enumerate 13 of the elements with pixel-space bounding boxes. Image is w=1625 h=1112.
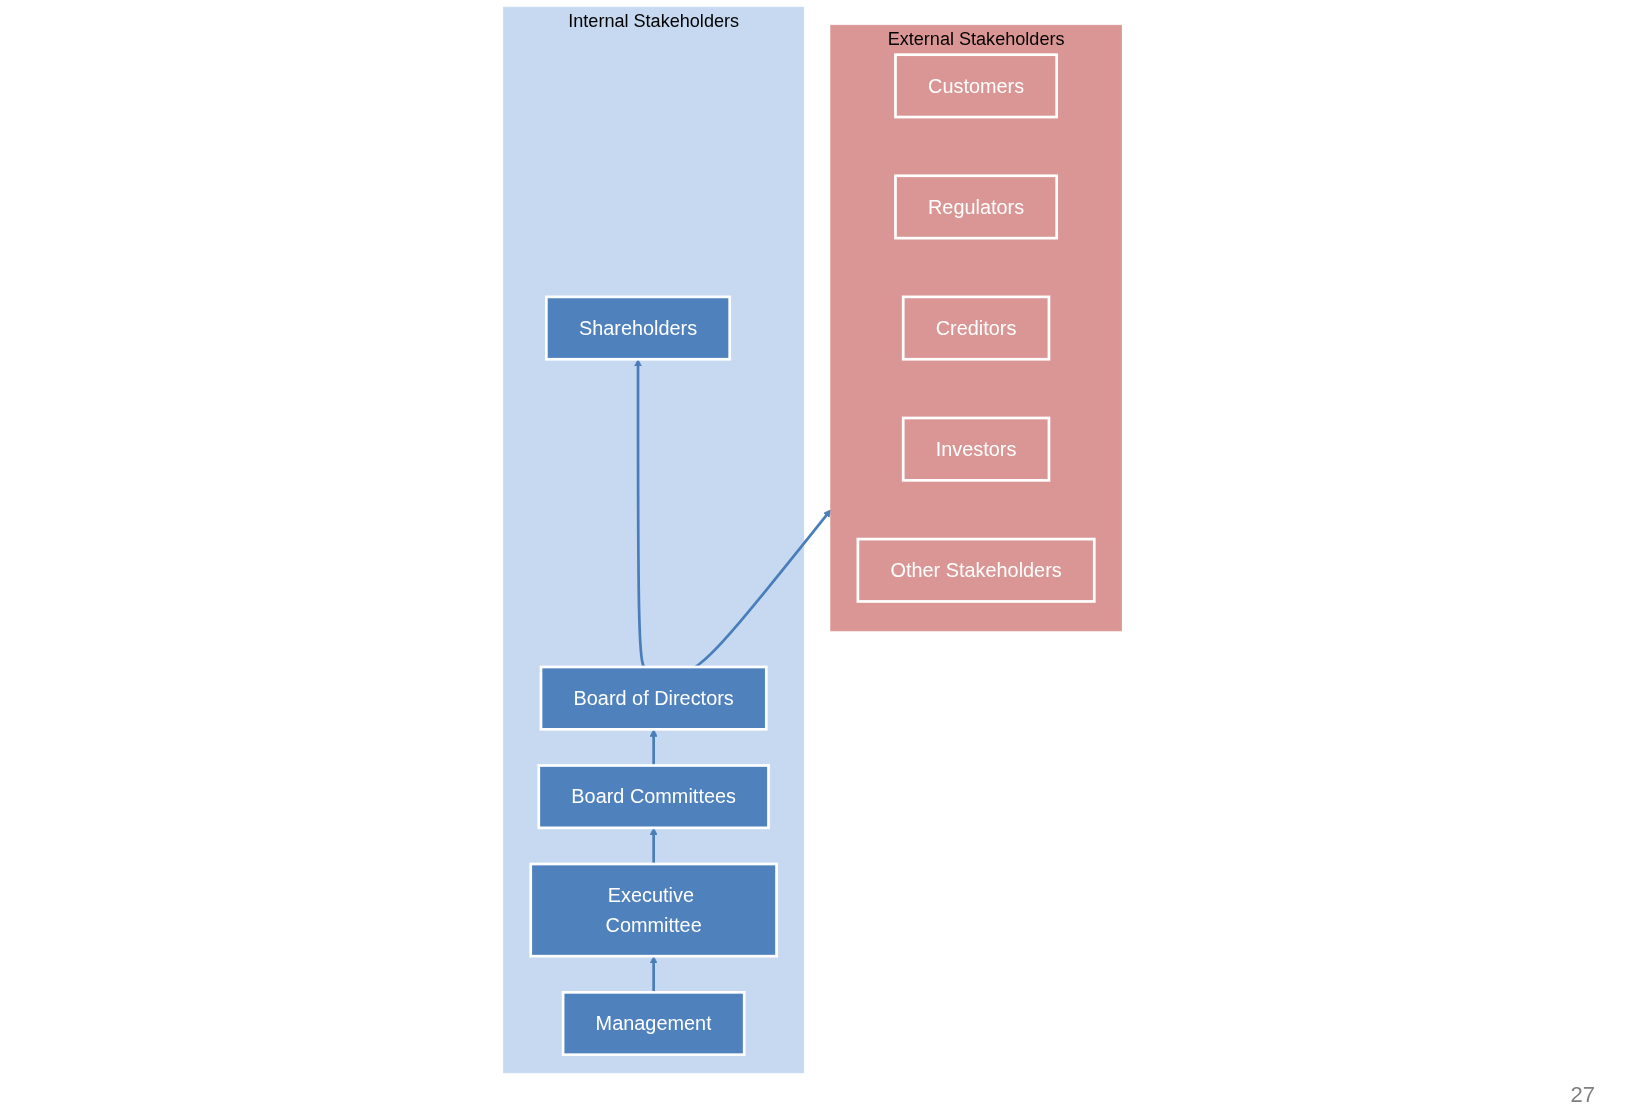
node-box: Creditors xyxy=(901,295,1051,361)
arrow xyxy=(649,827,658,864)
node-box: Regulators xyxy=(894,174,1059,240)
node-box: Customers xyxy=(894,53,1059,119)
node-box: Management xyxy=(561,990,746,1057)
arrow xyxy=(649,729,658,766)
node-box: Other Stakeholders xyxy=(856,537,1096,603)
node-box: Shareholders xyxy=(545,295,732,361)
node-box: Executive Committee xyxy=(529,862,778,958)
node-box: Investors xyxy=(901,416,1051,482)
node-box: Board Committees xyxy=(537,764,770,830)
node-box: Board of Directors xyxy=(539,665,768,731)
page-number: 27 xyxy=(1570,1082,1595,1107)
